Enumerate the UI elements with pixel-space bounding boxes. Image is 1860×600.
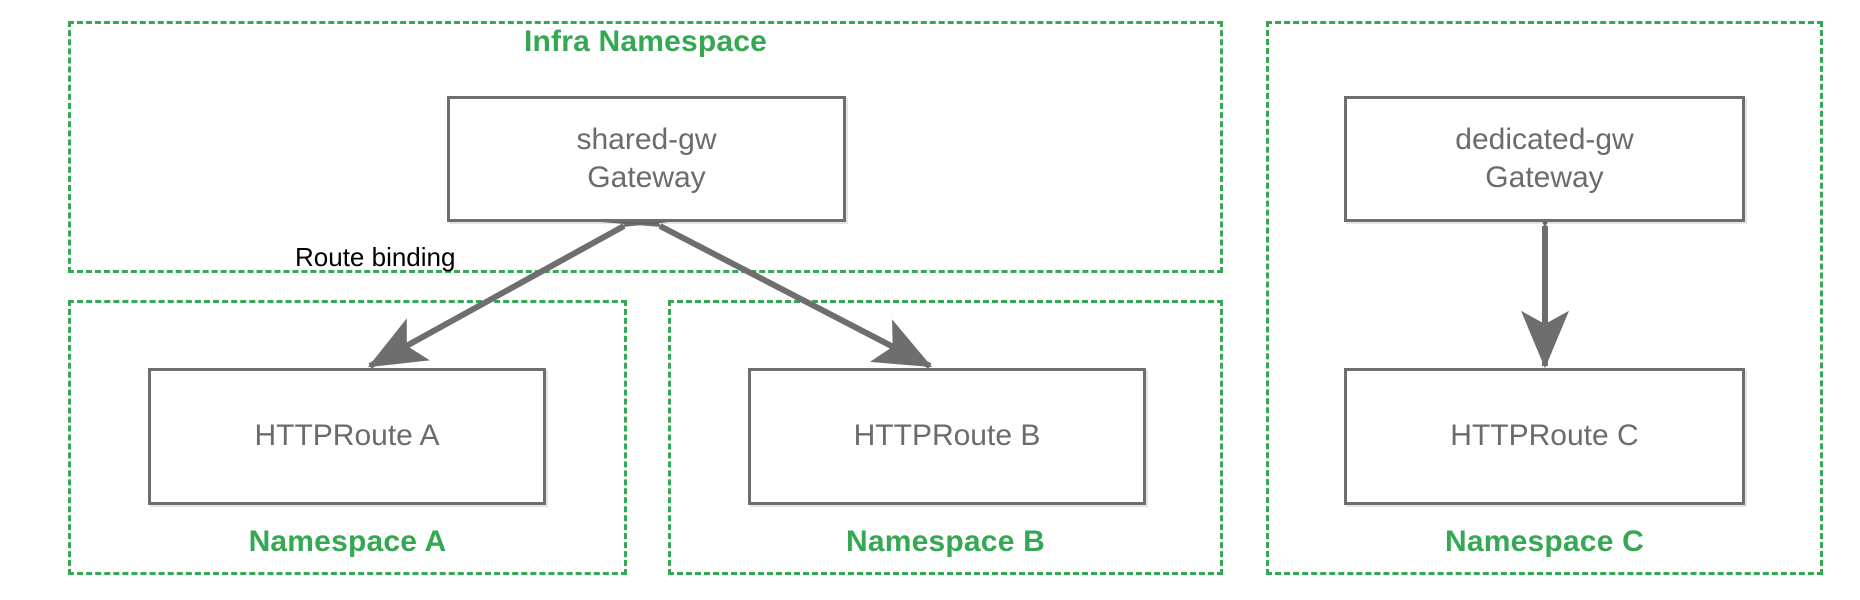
node-httproute-a[interactable]: HTTPRoute A xyxy=(148,368,546,505)
namespace-label-infra: Infra Namespace xyxy=(523,25,768,58)
node-shared-gw[interactable]: shared-gw Gateway xyxy=(447,96,846,222)
namespace-label-a: Namespace A xyxy=(248,525,447,558)
namespace-box-a xyxy=(68,300,627,575)
node-label-httproute-b: HTTPRoute B xyxy=(853,419,1041,453)
edge-label-route-binding: Route binding xyxy=(295,242,456,272)
node-httproute-c[interactable]: HTTPRoute C xyxy=(1344,368,1745,505)
node-label-dedicated-gw: dedicated-gw Gateway xyxy=(1455,122,1634,194)
node-httproute-b[interactable]: HTTPRoute B xyxy=(748,368,1146,505)
namespace-box-c xyxy=(1266,21,1823,575)
namespace-label-b: Namespace B xyxy=(846,525,1045,558)
node-label-httproute-a: HTTPRoute A xyxy=(254,419,440,453)
node-label-httproute-c: HTTPRoute C xyxy=(1450,419,1639,453)
node-dedicated-gw[interactable]: dedicated-gw Gateway xyxy=(1344,96,1745,222)
namespace-box-b xyxy=(668,300,1223,575)
node-label-shared-gw: shared-gw Gateway xyxy=(576,122,717,194)
namespace-label-c: Namespace C xyxy=(1445,525,1644,558)
